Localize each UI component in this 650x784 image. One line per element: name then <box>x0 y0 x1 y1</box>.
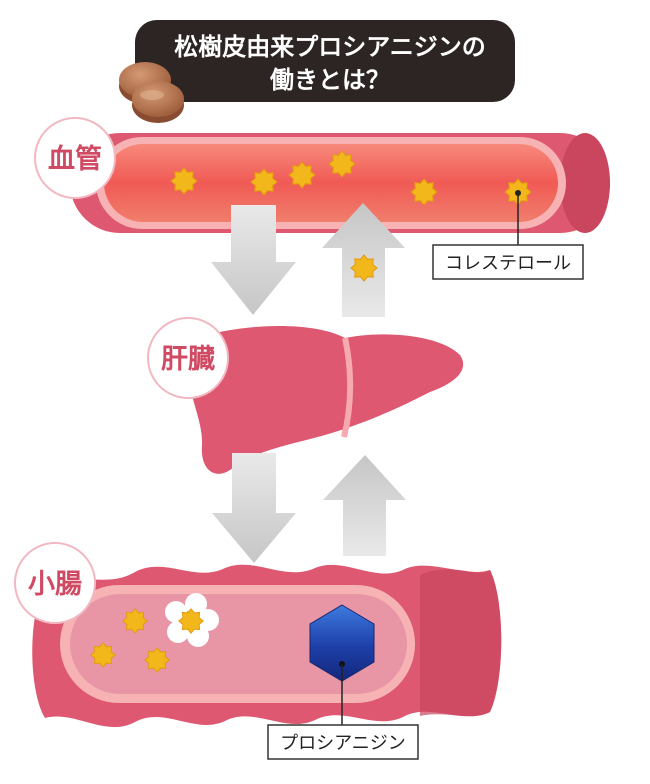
cholesterol-icon <box>90 642 116 668</box>
cholesterol-icon <box>410 178 438 206</box>
procyanidin-callout: プロシアニジン <box>267 661 419 760</box>
vessel-label-badge: 血管 <box>34 117 116 199</box>
blood-vessel <box>70 133 610 233</box>
down-arrow-icon <box>212 453 296 563</box>
tablet-icon <box>119 62 184 123</box>
cholesterol-icon <box>170 167 198 195</box>
cholesterol-icon <box>288 161 316 189</box>
cholesterol-in-intestine <box>90 593 219 673</box>
liver-label: 肝臓 <box>161 344 215 375</box>
title-line-1: 松樹皮由来プロシアニジンの <box>174 33 486 61</box>
title-banner: 松樹皮由来プロシアニジンの 働きとは？ <box>135 20 515 102</box>
cholesterol-label: コレステロール <box>445 253 571 274</box>
cholesterol-icon <box>144 647 170 673</box>
cholesterol-icon <box>328 150 356 178</box>
down-arrow-icon <box>211 205 296 315</box>
procyanidin-label: プロシアニジン <box>280 733 406 754</box>
liver-label-badge: 肝臓 <box>147 317 229 399</box>
cholesterol-callout: コレステロール <box>432 190 584 280</box>
intestine-label: 小腸 <box>28 569 82 600</box>
intestine-label-badge: 小腸 <box>14 542 96 624</box>
title-line-2: 働きとは？ <box>269 66 390 94</box>
cholesterol-icon <box>350 254 378 282</box>
up-arrow-icon <box>323 455 406 556</box>
liver <box>187 326 464 474</box>
cholesterol-icon <box>250 168 278 196</box>
cholesterol-icon <box>122 608 148 634</box>
cholesterol-icon <box>178 608 204 634</box>
vessel-label: 血管 <box>48 144 102 175</box>
